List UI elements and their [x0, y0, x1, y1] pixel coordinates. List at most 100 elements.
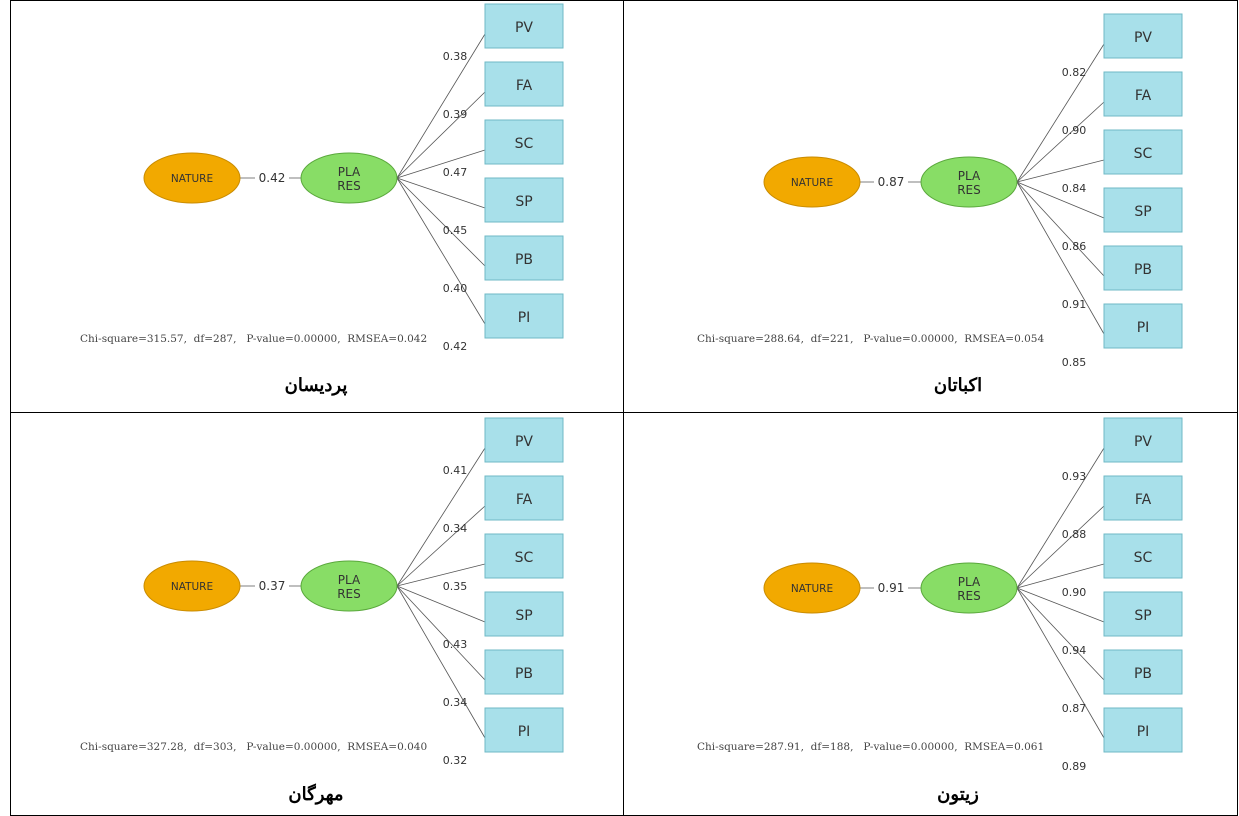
loading-value: 0.85	[1062, 356, 1087, 369]
indicator-box-fa	[484, 475, 564, 521]
indicator-box-pi	[1103, 707, 1183, 753]
sem-panel-ekbatan: PVFASCSPPBPI0.820.900.840.860.910.850.87…	[697, 13, 1183, 396]
panel-caption: زیتون	[937, 784, 979, 805]
target-latent-ellipse	[300, 152, 398, 204]
loading-value: 0.89	[1062, 760, 1087, 773]
sem-panel-zeytoon: PVFASCSPPBPI0.930.880.900.940.870.890.91…	[697, 417, 1183, 805]
indicator-box-pv	[1103, 13, 1183, 59]
target-latent-label-line2: RES	[957, 183, 981, 197]
loading-path-line	[396, 177, 486, 267]
source-latent-ellipse	[763, 156, 861, 208]
indicator-label: PI	[1137, 320, 1150, 336]
loading-path-line	[396, 585, 486, 681]
loading-path-line	[1016, 181, 1105, 277]
indicator-label: FA	[516, 492, 533, 508]
indicator-box-fa	[1103, 71, 1183, 117]
sem-panel-pardisan: PVFASCSPPBPI0.380.390.470.450.400.420.42…	[80, 3, 564, 396]
loading-path-line	[1016, 181, 1105, 335]
path-coefficient: 0.42	[259, 171, 286, 185]
loading-path-line	[1016, 43, 1105, 183]
indicator-box-pb	[484, 649, 564, 695]
target-latent-label-line1: PLA	[958, 575, 981, 589]
loading-path-line	[1016, 181, 1105, 219]
indicator-box-pv	[484, 3, 564, 49]
loading-path-line	[396, 585, 486, 623]
loading-value: 0.84	[1062, 182, 1087, 195]
indicator-label: PB	[1134, 666, 1152, 682]
indicator-label: PV	[515, 20, 533, 36]
sem-panel-mehregan: PVFASCSPPBPI0.410.340.350.430.340.320.37…	[80, 417, 564, 805]
target-latent-label-line1: PLA	[338, 573, 361, 587]
indicator-box-sc	[484, 119, 564, 165]
indicator-box-sp	[1103, 591, 1183, 637]
loading-path-line	[1016, 101, 1105, 183]
loading-value: 0.34	[443, 696, 468, 709]
loading-value: 0.39	[443, 108, 468, 121]
loading-path-line	[396, 177, 486, 209]
fit-statistics: Chi-square=327.28, df=303, P-value=0.000…	[80, 741, 427, 753]
loading-path-line	[396, 149, 486, 179]
indicator-label: SC	[1134, 550, 1153, 566]
indicator-label: SC	[1134, 146, 1153, 162]
loading-path-line	[396, 447, 486, 587]
loading-path-line	[1016, 505, 1105, 589]
target-latent-label-line1: PLA	[338, 165, 361, 179]
loading-path-line	[396, 91, 486, 179]
loading-value: 0.42	[443, 340, 468, 353]
path-label-bg	[874, 579, 908, 597]
target-latent-label-line1: PLA	[958, 169, 981, 183]
loading-value: 0.88	[1062, 528, 1087, 541]
indicator-box-pi	[1103, 303, 1183, 349]
fit-statistics: Chi-square=315.57, df=287, P-value=0.000…	[80, 333, 427, 345]
loading-path-line	[1016, 587, 1105, 623]
indicator-label: SC	[515, 550, 534, 566]
path-coefficient: 0.87	[878, 175, 905, 189]
indicator-box-pi	[484, 707, 564, 753]
loading-value: 0.34	[443, 522, 468, 535]
indicator-label: FA	[516, 78, 533, 94]
loading-value: 0.82	[1062, 66, 1087, 79]
fit-statistics: Chi-square=288.64, df=221, P-value=0.000…	[697, 333, 1044, 345]
loading-value: 0.38	[443, 50, 468, 63]
indicator-box-sp	[484, 591, 564, 637]
indicator-label: SP	[1134, 608, 1151, 624]
panel-caption: پردیسان	[285, 375, 348, 396]
indicator-box-pi	[484, 293, 564, 339]
target-latent-label-line2: RES	[957, 589, 981, 603]
panel-caption: مهرگان	[288, 783, 343, 805]
source-latent-label: NATURE	[171, 581, 213, 593]
indicator-label: PV	[1134, 30, 1152, 46]
loading-value: 0.94	[1062, 644, 1087, 657]
indicator-box-sc	[1103, 533, 1183, 579]
indicator-label: FA	[1135, 88, 1152, 104]
loading-path-line	[1016, 563, 1105, 589]
loading-value: 0.90	[1062, 124, 1087, 137]
indicator-label: PV	[515, 434, 533, 450]
loading-value: 0.40	[443, 282, 468, 295]
indicator-box-pb	[484, 235, 564, 281]
loading-path-line	[396, 33, 486, 179]
loading-path-line	[1016, 587, 1105, 681]
indicator-label: PB	[515, 666, 533, 682]
path-label-bg	[874, 173, 908, 191]
indicator-box-sc	[1103, 129, 1183, 175]
loading-value: 0.41	[443, 464, 468, 477]
loading-value: 0.47	[443, 166, 468, 179]
indicator-label: FA	[1135, 492, 1152, 508]
path-label-bg	[255, 169, 289, 187]
indicator-label: PI	[518, 310, 531, 326]
target-latent-label-line2: RES	[337, 179, 361, 193]
source-latent-ellipse	[143, 152, 241, 204]
path-coefficient: 0.37	[259, 579, 286, 593]
loading-path-line	[396, 585, 486, 739]
loading-value: 0.43	[443, 638, 468, 651]
loading-value: 0.90	[1062, 586, 1087, 599]
source-latent-label: NATURE	[791, 177, 833, 189]
indicator-label: PV	[1134, 434, 1152, 450]
indicator-box-sc	[484, 533, 564, 579]
loading-path-line	[1016, 159, 1105, 183]
loading-value: 0.91	[1062, 298, 1087, 311]
indicator-label: SP	[1134, 204, 1151, 220]
loading-value: 0.93	[1062, 470, 1087, 483]
